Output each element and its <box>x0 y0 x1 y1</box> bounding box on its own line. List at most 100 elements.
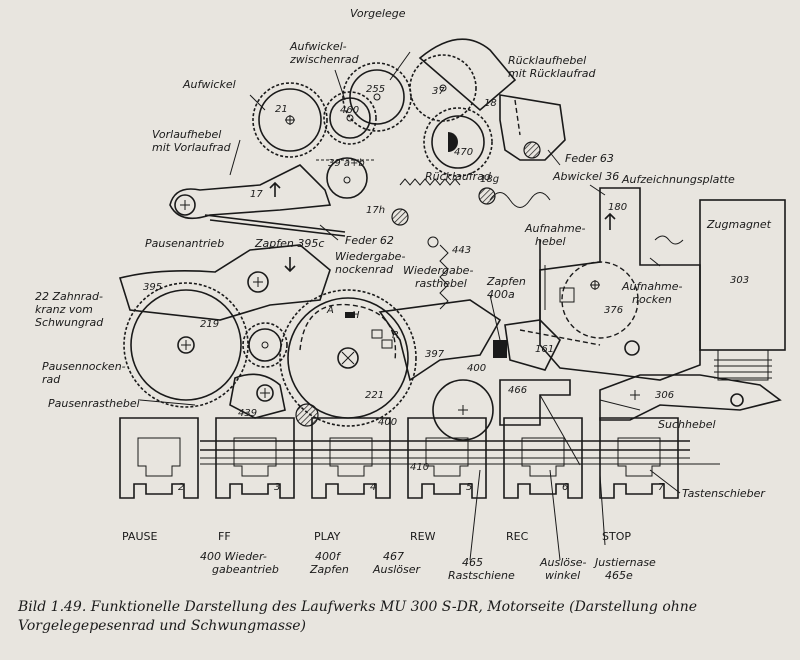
label-aufwickel-zwischenrad-2: zwischenrad <box>289 53 360 66</box>
label-aufnahme-nocken-1: Aufnahme- <box>621 280 683 293</box>
label-aufzeichnungsplatte: Aufzeichnungsplatte <box>621 173 735 186</box>
label-mit-ruecklaufrad: mit Rücklaufrad <box>508 67 597 80</box>
key-ff[interactable]: 3FF <box>215 417 295 543</box>
label-ausloeser-2: Auslöser <box>372 563 422 576</box>
key-label: REW <box>410 530 436 543</box>
key-slot <box>233 437 277 477</box>
suchhebel <box>599 374 782 421</box>
num-410: 410 <box>410 462 429 473</box>
key-label: PAUSE <box>122 530 157 543</box>
key-label: REC <box>506 530 529 543</box>
key-housing[interactable] <box>407 417 487 499</box>
label-zapfen-400f-2: Zapfen <box>309 563 349 576</box>
spring-upper-right <box>489 192 551 208</box>
figure-caption: Bild 1.49. Funktionelle Darstellung des … <box>18 598 788 636</box>
key-number: 4 <box>370 482 376 493</box>
label-ruecklaufrad: Rücklaufrad <box>425 170 492 183</box>
label-aufwickel-zwischenrad-1: Aufwickel- <box>289 40 347 53</box>
aufzeichnungsplatte <box>539 187 701 381</box>
label-justiernase-2: 465e <box>605 569 633 582</box>
num-303: 303 <box>730 275 749 286</box>
zugmagnet <box>699 199 786 381</box>
key-housing[interactable] <box>311 417 391 499</box>
label-zahnradkranz-1: 22 Zahnrad- <box>35 290 103 303</box>
key-housing[interactable] <box>119 417 199 499</box>
label-suchhebel: Suchhebel <box>658 418 716 431</box>
label-vorgelege: Vorgelege <box>350 7 406 20</box>
label-feder-62: Feder 62 <box>345 234 394 247</box>
key-housing[interactable] <box>503 417 583 499</box>
num-37: 37 <box>432 86 445 97</box>
num-18g: 18g <box>480 174 499 185</box>
label-wiedergabe-rasthebel-2: rasthebel <box>415 277 467 290</box>
label-zapfen-400a-2: 400a <box>487 288 515 301</box>
pausenrasthebel <box>229 373 286 419</box>
key-slot <box>617 437 661 477</box>
num-255: 255 <box>366 84 385 95</box>
label-ausloeser-1: 467 <box>383 550 404 563</box>
key-slot <box>329 437 373 477</box>
num-17: 17 <box>250 189 263 200</box>
label-ausloesewinkel-2: winkel <box>545 569 580 582</box>
label-aufnahme-nocken-2: nocken <box>632 293 672 306</box>
label-wiedergabe-rasthebel-1: Wiedergabe- <box>403 264 473 277</box>
key-number: 3 <box>274 482 280 493</box>
label-zapfen-400f-1: 400f <box>315 550 342 563</box>
bracket-466 <box>499 379 581 466</box>
num-17h: 17h <box>366 205 385 216</box>
num-397: 397 <box>425 349 445 360</box>
label-tastenschieber: Tastenschieber <box>682 487 766 500</box>
capstan-roller <box>432 379 494 441</box>
num-39: 39 a+b <box>328 158 365 169</box>
label-zahnradkranz-2: kranz vom <box>35 303 93 316</box>
label-feder-63: Feder 63 <box>565 152 614 165</box>
key-slot <box>425 437 469 477</box>
letter-r: R <box>392 330 399 341</box>
label-aufwickel: Aufwickel <box>182 78 236 91</box>
caption-line-1: Bild 1.49. Funktionelle Darstellung des … <box>18 599 698 615</box>
num-306: 306 <box>655 390 674 401</box>
num-161: 161 <box>535 344 554 355</box>
key-number: 2 <box>178 482 184 493</box>
num-460: 460 <box>340 105 359 116</box>
zahnradkranz <box>123 282 249 408</box>
pausenantrieb-plate <box>118 244 331 321</box>
label-zapfen-395c: Zapfen 395c <box>254 237 324 250</box>
label-wiedergabe-nockenrad-1: Wiedergabe- <box>335 250 405 263</box>
num-470: 470 <box>454 147 473 158</box>
pin-400f <box>295 403 319 427</box>
rastschiene <box>200 440 720 465</box>
num-376: 376 <box>604 305 623 316</box>
wiedergaberasthebel <box>371 236 502 382</box>
num-219: 219 <box>200 319 219 330</box>
label-aufnahme-hebel-1: Aufnahme- <box>524 222 586 235</box>
leader-lines <box>139 51 681 561</box>
caption-line-2: Vorgelegepesenrad und Schwungmasse) <box>18 618 306 634</box>
num-400-small: 400 <box>467 363 486 374</box>
gear-470 <box>423 107 493 177</box>
label-zapfen-400a-1: Zapfen <box>486 275 526 288</box>
num-400: 400 <box>378 417 397 428</box>
label-aufnahme-hebel-2: hebel <box>535 235 566 248</box>
num-18: 18 <box>484 98 497 109</box>
label-wiedergabeantrieb-2: gabeantrieb <box>212 563 279 576</box>
part-numbers: 21 460 255 37 18 470 39 a+b 17 17h 18g 1… <box>143 84 749 473</box>
key-housing[interactable] <box>599 417 679 499</box>
aufnahmenocken <box>559 261 640 356</box>
letter-h: H <box>352 310 360 321</box>
key-label: STOP <box>602 530 631 543</box>
label-zugmagnet: Zugmagnet <box>706 218 772 231</box>
label-rastschiene-1: 465 <box>462 556 483 569</box>
num-21: 21 <box>275 104 288 115</box>
label-pausenrasthebel: Pausenrasthebel <box>48 397 140 410</box>
label-wiedergabe-nockenrad-2: nockenrad <box>335 263 394 276</box>
key-housing[interactable] <box>215 417 295 499</box>
gear-39 <box>316 157 376 199</box>
ruecklaufhebel-lever <box>499 94 566 161</box>
